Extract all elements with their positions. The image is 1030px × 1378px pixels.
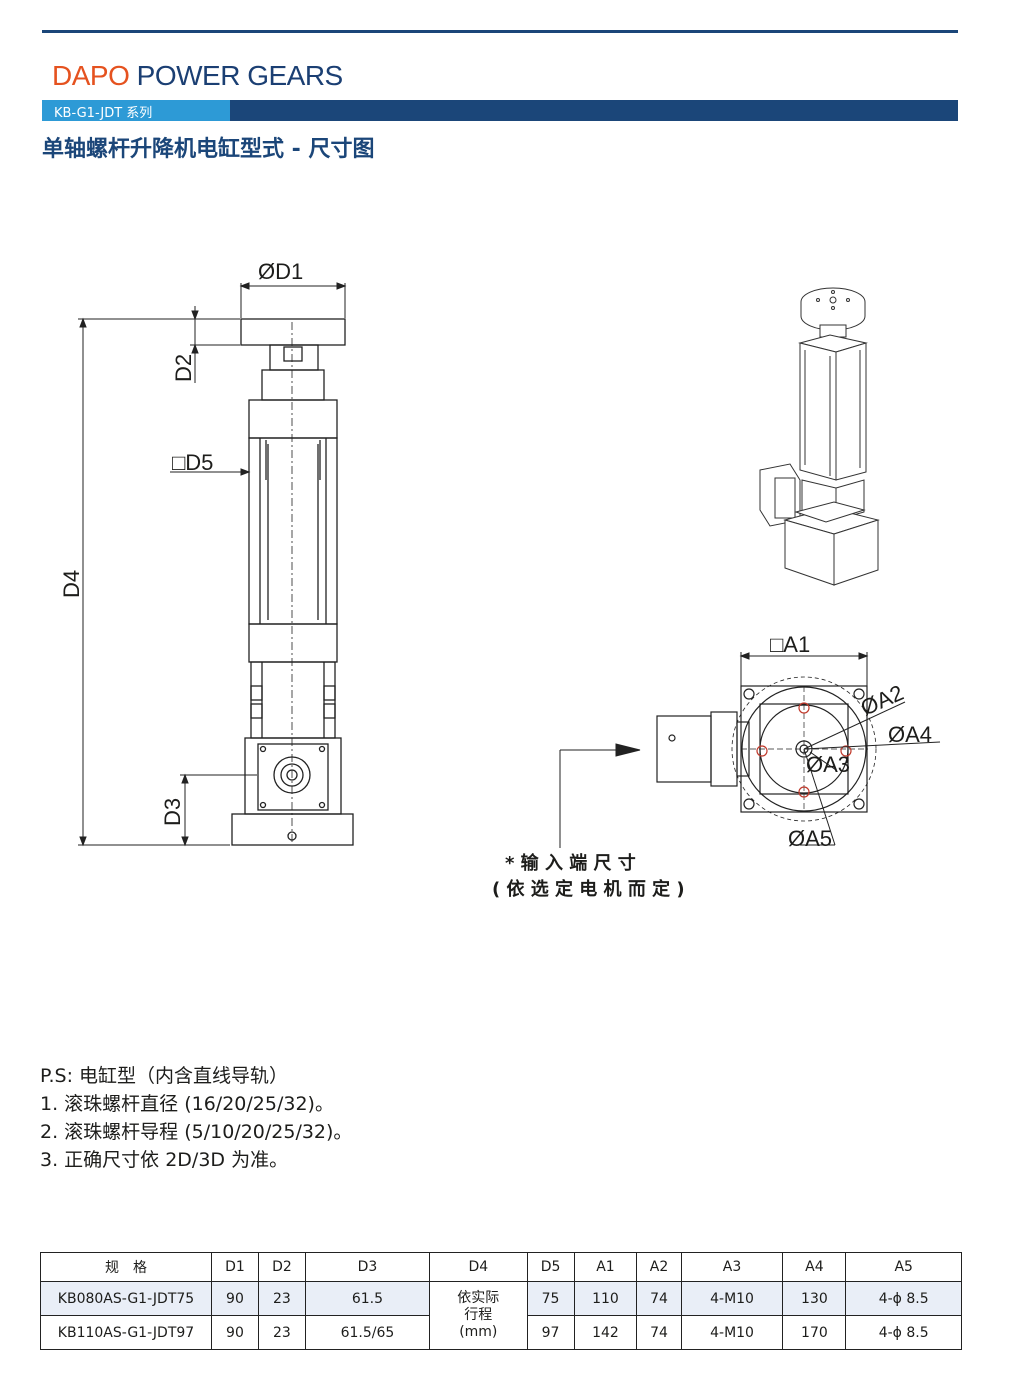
notes: P.S: 电缸型（内含直线导轨） 1. 滚珠螺杆直径 (16/20/25/32)… bbox=[40, 1062, 352, 1174]
label-a3: ØA3 bbox=[806, 752, 850, 777]
col-a4: A4 bbox=[782, 1252, 847, 1282]
cell-a3: 4-M10 bbox=[680, 1315, 784, 1350]
label-d2: D2 bbox=[171, 354, 196, 382]
cell-model: KB110AS-G1-JDT97 bbox=[40, 1315, 212, 1350]
note-1: 1. 滚珠螺杆直径 (16/20/25/32)。 bbox=[40, 1093, 334, 1115]
table-row: KB080AS-G1-JDT75 90 23 61.5 依实际 行程 (mm) … bbox=[40, 1281, 962, 1350]
label-d5: □D5 bbox=[172, 450, 213, 475]
top-rule bbox=[42, 30, 958, 33]
cell-d3: 61.5/65 bbox=[304, 1315, 431, 1350]
d4-line1: 依实际 bbox=[457, 1290, 500, 1306]
cell-d2: 23 bbox=[257, 1281, 306, 1316]
cell-d5: 97 bbox=[526, 1315, 575, 1350]
cell-a1: 110 bbox=[573, 1281, 638, 1316]
series-bar: KB-G1-JDT 系列 bbox=[42, 100, 958, 121]
note-2: 2. 滚珠螺杆导程 (5/10/20/25/32)。 bbox=[40, 1121, 353, 1143]
page-title: 单轴螺杆升降机电缸型式 - 尺寸图 bbox=[42, 137, 375, 162]
cell-d4-merged: 依实际 行程 (mm) bbox=[429, 1281, 528, 1350]
label-d4: D4 bbox=[59, 570, 84, 598]
brand-logo: DAPO POWER GEARS bbox=[52, 60, 343, 92]
col-d2: D2 bbox=[257, 1252, 306, 1282]
cell-a1: 142 bbox=[573, 1315, 638, 1350]
brand-part1: DAPO bbox=[52, 60, 130, 91]
col-a3: A3 bbox=[680, 1252, 784, 1282]
cell-a5: 4-ϕ 8.5 bbox=[845, 1281, 962, 1316]
col-model: 规 格 bbox=[40, 1252, 212, 1282]
table-row: KB110AS-G1-JDT97 90 23 61.5/65 97 142 74… bbox=[40, 1315, 962, 1350]
cell-d5: 75 bbox=[526, 1281, 575, 1316]
col-a1: A1 bbox=[573, 1252, 638, 1282]
col-d3: D3 bbox=[304, 1252, 431, 1282]
input-note-line1: * 输 入 端 尺 寸 bbox=[505, 852, 636, 874]
cell-d3: 61.5 bbox=[304, 1281, 431, 1316]
col-a2: A2 bbox=[636, 1252, 682, 1282]
cell-a2: 74 bbox=[636, 1281, 682, 1316]
dimension-drawing: ØD1 D2 D4 □D5 D3 □A1 ØA2 ØA3 ØA4 ØA5 * 输… bbox=[59, 259, 941, 900]
series-label: KB-G1-JDT 系列 bbox=[54, 106, 153, 121]
label-d1: ØD1 bbox=[258, 259, 303, 284]
cell-a4: 130 bbox=[782, 1281, 847, 1316]
cell-a2: 74 bbox=[636, 1315, 682, 1350]
brand-part2: POWER GEARS bbox=[136, 60, 344, 91]
label-a5: ØA5 bbox=[788, 826, 832, 851]
cell-a5: 4-ϕ 8.5 bbox=[845, 1315, 962, 1350]
input-note-line2: ( 依 选 定 电 机 而 定 ) bbox=[492, 878, 685, 900]
col-d4: D4 bbox=[429, 1252, 528, 1282]
cell-model: KB080AS-G1-JDT75 bbox=[40, 1281, 212, 1316]
series-bar-accent bbox=[42, 100, 230, 121]
spec-table: 规 格 D1 D2 D3 D4 D5 A1 A2 A3 A4 A5 KB080A… bbox=[40, 1252, 962, 1350]
note-ps: P.S: 电缸型（内含直线导轨） bbox=[40, 1065, 289, 1087]
label-a1: □A1 bbox=[770, 632, 810, 657]
cell-a3: 4-M10 bbox=[680, 1281, 784, 1316]
label-a4: ØA4 bbox=[888, 722, 932, 747]
col-d1: D1 bbox=[211, 1252, 259, 1282]
d4-line3: (mm) bbox=[459, 1324, 498, 1340]
cell-d2: 23 bbox=[257, 1315, 306, 1350]
cell-d1: 90 bbox=[211, 1315, 259, 1350]
cell-a4: 170 bbox=[782, 1315, 847, 1350]
note-3: 3. 正确尺寸依 2D/3D 为准。 bbox=[40, 1149, 289, 1171]
table-header-row: 规 格 D1 D2 D3 D4 D5 A1 A2 A3 A4 A5 bbox=[40, 1252, 962, 1282]
cell-d1: 90 bbox=[211, 1281, 259, 1316]
label-d3: D3 bbox=[160, 798, 185, 826]
d4-line2: 行程 bbox=[464, 1307, 493, 1323]
col-a5: A5 bbox=[845, 1252, 962, 1282]
col-d5: D5 bbox=[526, 1252, 575, 1282]
